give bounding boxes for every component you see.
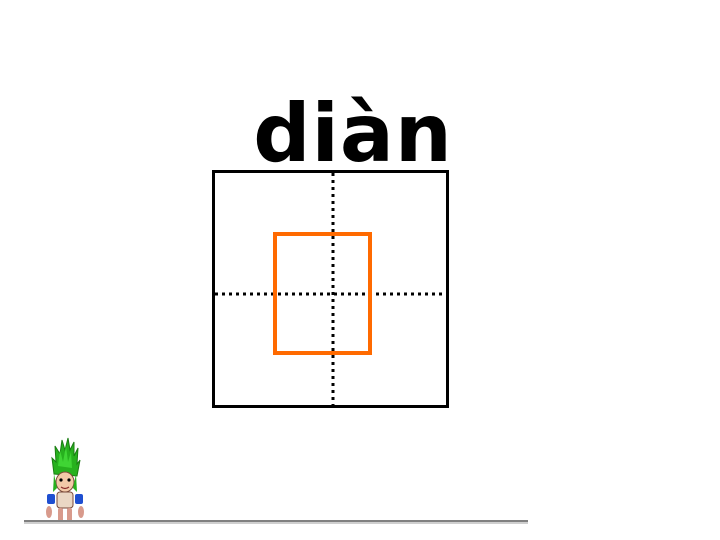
ground-line [24, 509, 528, 524]
green-haired-cartoon-character-icon[interactable] [40, 436, 90, 524]
writing-grid-drawing [212, 170, 449, 408]
grid-border [212, 170, 449, 408]
pinyin-label: diàn [253, 87, 453, 180]
character-highlight-box [273, 232, 372, 355]
tian-zi-writing-grid [212, 170, 449, 408]
